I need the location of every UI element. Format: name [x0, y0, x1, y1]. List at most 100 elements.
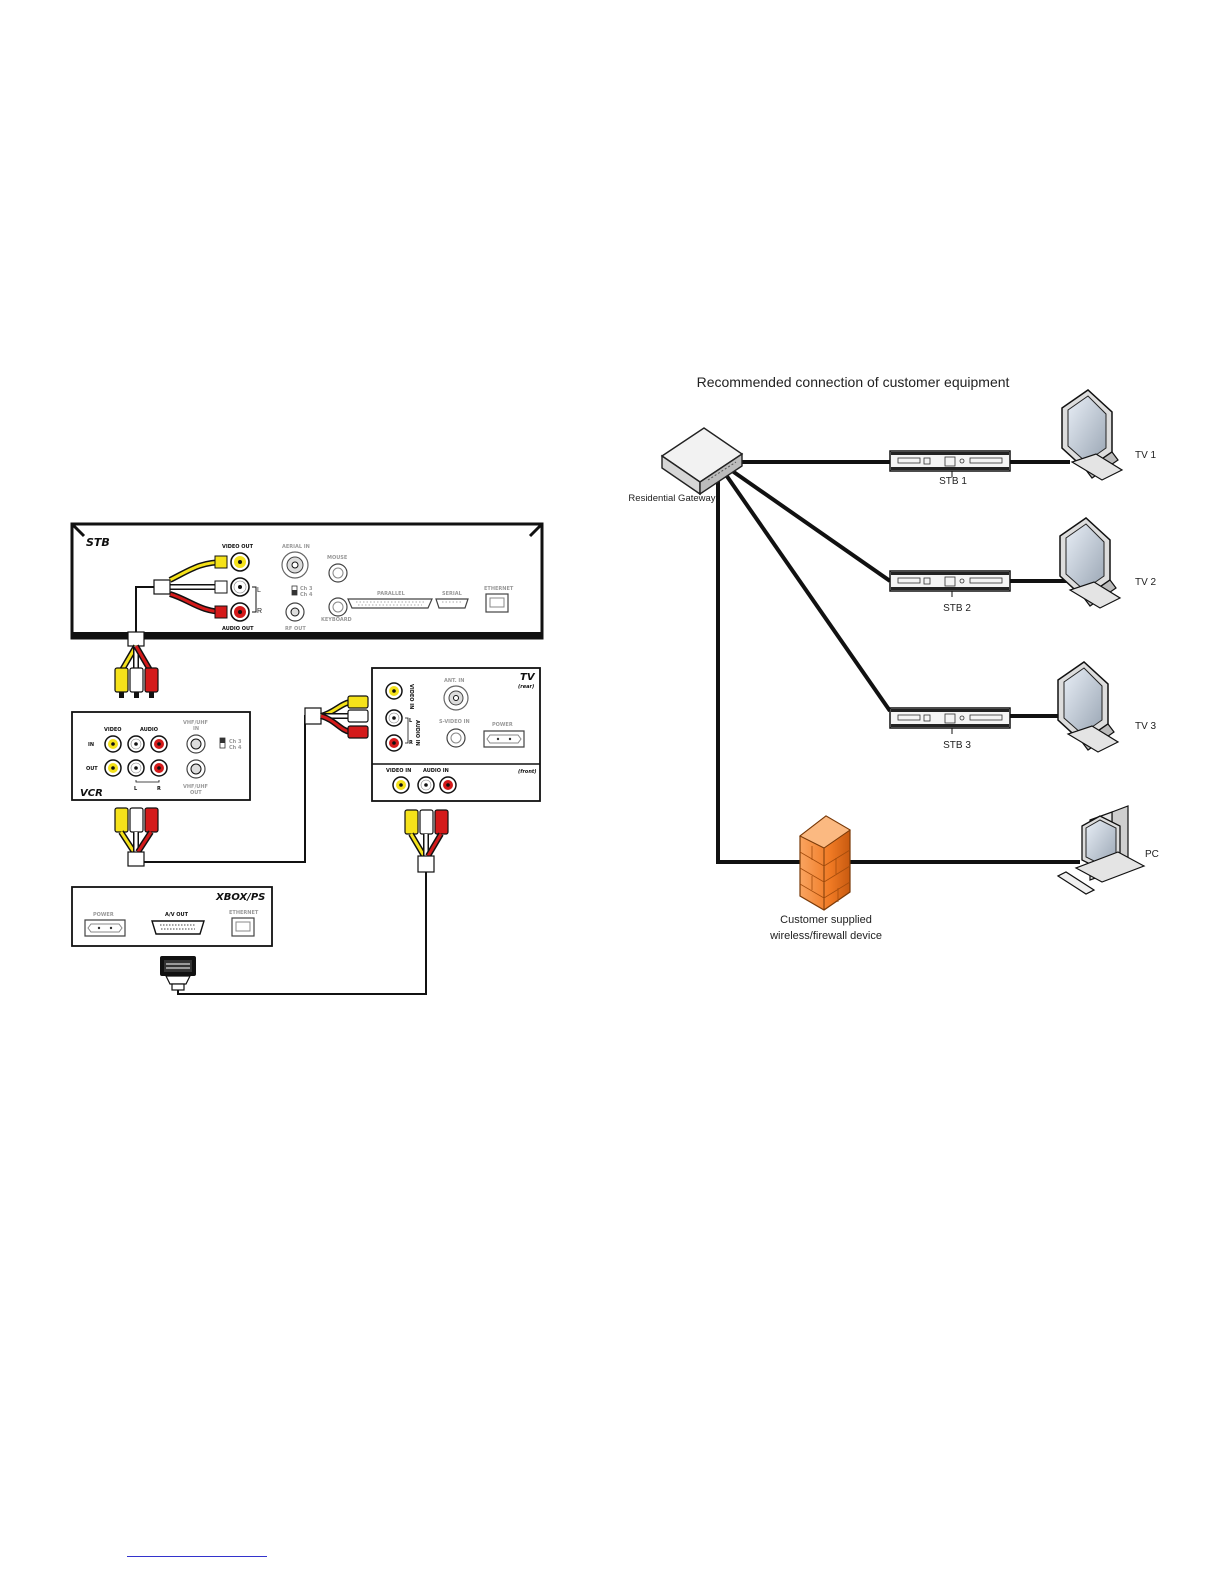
- vcr-video-out-jack: [104, 759, 122, 777]
- footer-link-underline[interactable]: [127, 1556, 267, 1557]
- stb-video-out-jack: [230, 552, 250, 572]
- stb-mouse-label: MOUSE: [327, 555, 348, 561]
- stb-3-device: [889, 707, 1011, 734]
- stb-1-label: STB 1: [939, 476, 967, 487]
- stb-aerial-in-label: AERIAL IN: [282, 544, 310, 550]
- vcr-r-label: R: [157, 786, 161, 792]
- xbox-av-out-port: [151, 920, 205, 935]
- tv-title: TV: [520, 672, 536, 683]
- stb-video-out-label: VIDEO OUT: [222, 544, 254, 550]
- vcr-video-label: VIDEO: [104, 727, 122, 733]
- stb-title: STB: [86, 536, 110, 549]
- vcr-vhf-in-label-2: IN: [193, 726, 199, 732]
- pc-label: PC: [1145, 849, 1159, 860]
- tv-audio-in-label: AUDIO IN: [414, 720, 420, 746]
- xbox-av-out-label: A/V OUT: [165, 912, 189, 918]
- tv-ant-in-label: ANT. IN: [444, 678, 464, 684]
- stb-audio-r-jack: [230, 602, 250, 622]
- stb-aerial-in-jack: [281, 551, 309, 579]
- link-gateway-stb3: [722, 470, 892, 713]
- vcr-to-tv-cable: [114, 695, 369, 867]
- stb-2-label: STB 2: [943, 603, 971, 614]
- tv-front-to-xbox-cable: [177, 809, 449, 995]
- tv-2-label: TV 2: [1135, 577, 1157, 588]
- stb-3-label: STB 3: [943, 740, 971, 751]
- tv-ant-in-jack: [443, 685, 469, 711]
- stb-rf-out-jack: [285, 602, 305, 622]
- tv-1-label: TV 1: [1135, 450, 1157, 461]
- vcr-vhf-out-label-2: OUT: [190, 790, 202, 796]
- tv-front-audio-r-jack: [439, 776, 457, 794]
- tv-front-video-in-label: VIDEO IN: [386, 768, 411, 774]
- stb-ch4-label: Ch 4: [300, 592, 313, 598]
- stb-1-device: [889, 450, 1011, 477]
- tv-3-label: TV 3: [1135, 721, 1157, 732]
- tv-video-in-jack: [385, 682, 403, 700]
- tv-front-label: (front): [518, 769, 537, 775]
- stb-av-cable: [114, 555, 228, 698]
- vcr-vhf-out-jack: [186, 759, 206, 779]
- tv-s-video-label: S-VIDEO IN: [439, 719, 470, 725]
- vcr-audio-r-out-jack: [150, 759, 168, 777]
- stb-l-label: L: [257, 587, 261, 594]
- link-gateway-pc: [716, 476, 1080, 864]
- vcr-audio-r-in-jack: [150, 735, 168, 753]
- tv-audio-l-in-jack: [385, 709, 403, 727]
- vcr-ch3-label: Ch 3: [229, 739, 242, 745]
- tv-r-label: R: [409, 740, 413, 746]
- vcr-vhf-out-label-1: VHF/UHF: [183, 784, 208, 790]
- tv-s-video-port: [446, 728, 466, 748]
- stb-2-device: [889, 570, 1011, 597]
- tv-video-in-label: VIDEO IN: [408, 684, 414, 709]
- vcr-audio-l-in-jack: [127, 735, 145, 753]
- vcr-in-label: IN: [88, 742, 94, 748]
- xbox-title: XBOX/PS: [215, 892, 265, 903]
- tv-power-socket: [483, 730, 525, 748]
- stb-audio-l-jack: [230, 577, 250, 597]
- vcr-audio-label: AUDIO: [140, 727, 158, 733]
- vcr-vhf-in-jack: [186, 734, 206, 754]
- tv-3-icon: [1057, 661, 1120, 753]
- xbox-power-label: POWER: [93, 912, 114, 918]
- stb-rf-out-label: RF OUT: [285, 626, 306, 632]
- network-links: [716, 460, 1080, 864]
- vcr-l-label: L: [134, 786, 138, 792]
- tv-2-icon: [1059, 517, 1122, 609]
- stb-mouse-port: [328, 563, 348, 583]
- stb-ethernet-label: ETHERNET: [484, 586, 514, 592]
- stb-ethernet-port: [485, 593, 509, 613]
- tv-1-icon: [1061, 389, 1124, 481]
- xbox-ethernet-port: [231, 917, 255, 937]
- tv-panel: TV (rear) VIDEO IN AUDIO IN L R ANT. IN …: [371, 667, 541, 802]
- network-topology-diagram: Recommended connection of customer equip…: [628, 374, 1158, 942]
- tv-power-label: POWER: [492, 722, 513, 728]
- tv-l-label: L: [409, 718, 413, 724]
- vcr-video-in-jack: [104, 735, 122, 753]
- stb-r-label: R: [257, 608, 262, 615]
- link-gateway-stb2: [726, 466, 892, 583]
- tv-rear-label: (rear): [518, 684, 534, 690]
- pc-icon: [1056, 805, 1146, 895]
- residential-gateway: Residential Gateway: [628, 427, 744, 504]
- vcr-vhf-in-label-1: VHF/UHF: [183, 720, 208, 726]
- stb-audio-out-label: AUDIO OUT: [222, 626, 254, 632]
- stb-parallel-label: PARALLEL: [377, 591, 406, 597]
- vcr-ch4-label: Ch 4: [229, 745, 242, 751]
- stb-rear-panel: STB VIDEO OUT L R AUDIO OUT AERIAL IN Ch…: [70, 522, 544, 640]
- tv-front-video-jack: [392, 776, 410, 794]
- tv-front-audio-in-label: AUDIO IN: [423, 768, 449, 774]
- stb-serial-label: SERIAL: [442, 591, 463, 597]
- firewall-icon: [799, 815, 851, 911]
- tv-front-audio-l-jack: [417, 776, 435, 794]
- vcr-title: VCR: [80, 788, 103, 799]
- vcr-audio-l-out-jack: [127, 759, 145, 777]
- xbox-power-socket: [84, 919, 126, 937]
- stb-keyboard-label: KEYBOARD: [321, 617, 352, 623]
- firewall-label-line1: Customer supplied: [780, 914, 872, 926]
- gateway-label: Residential Gateway: [628, 493, 715, 504]
- xbox-ethernet-label: ETHERNET: [229, 910, 259, 916]
- stb-ch3-label: Ch 3: [300, 586, 313, 592]
- av-wiring-diagram: STB VIDEO OUT L R AUDIO OUT AERIAL IN Ch…: [70, 522, 544, 995]
- stb-keyboard-port: [328, 597, 348, 617]
